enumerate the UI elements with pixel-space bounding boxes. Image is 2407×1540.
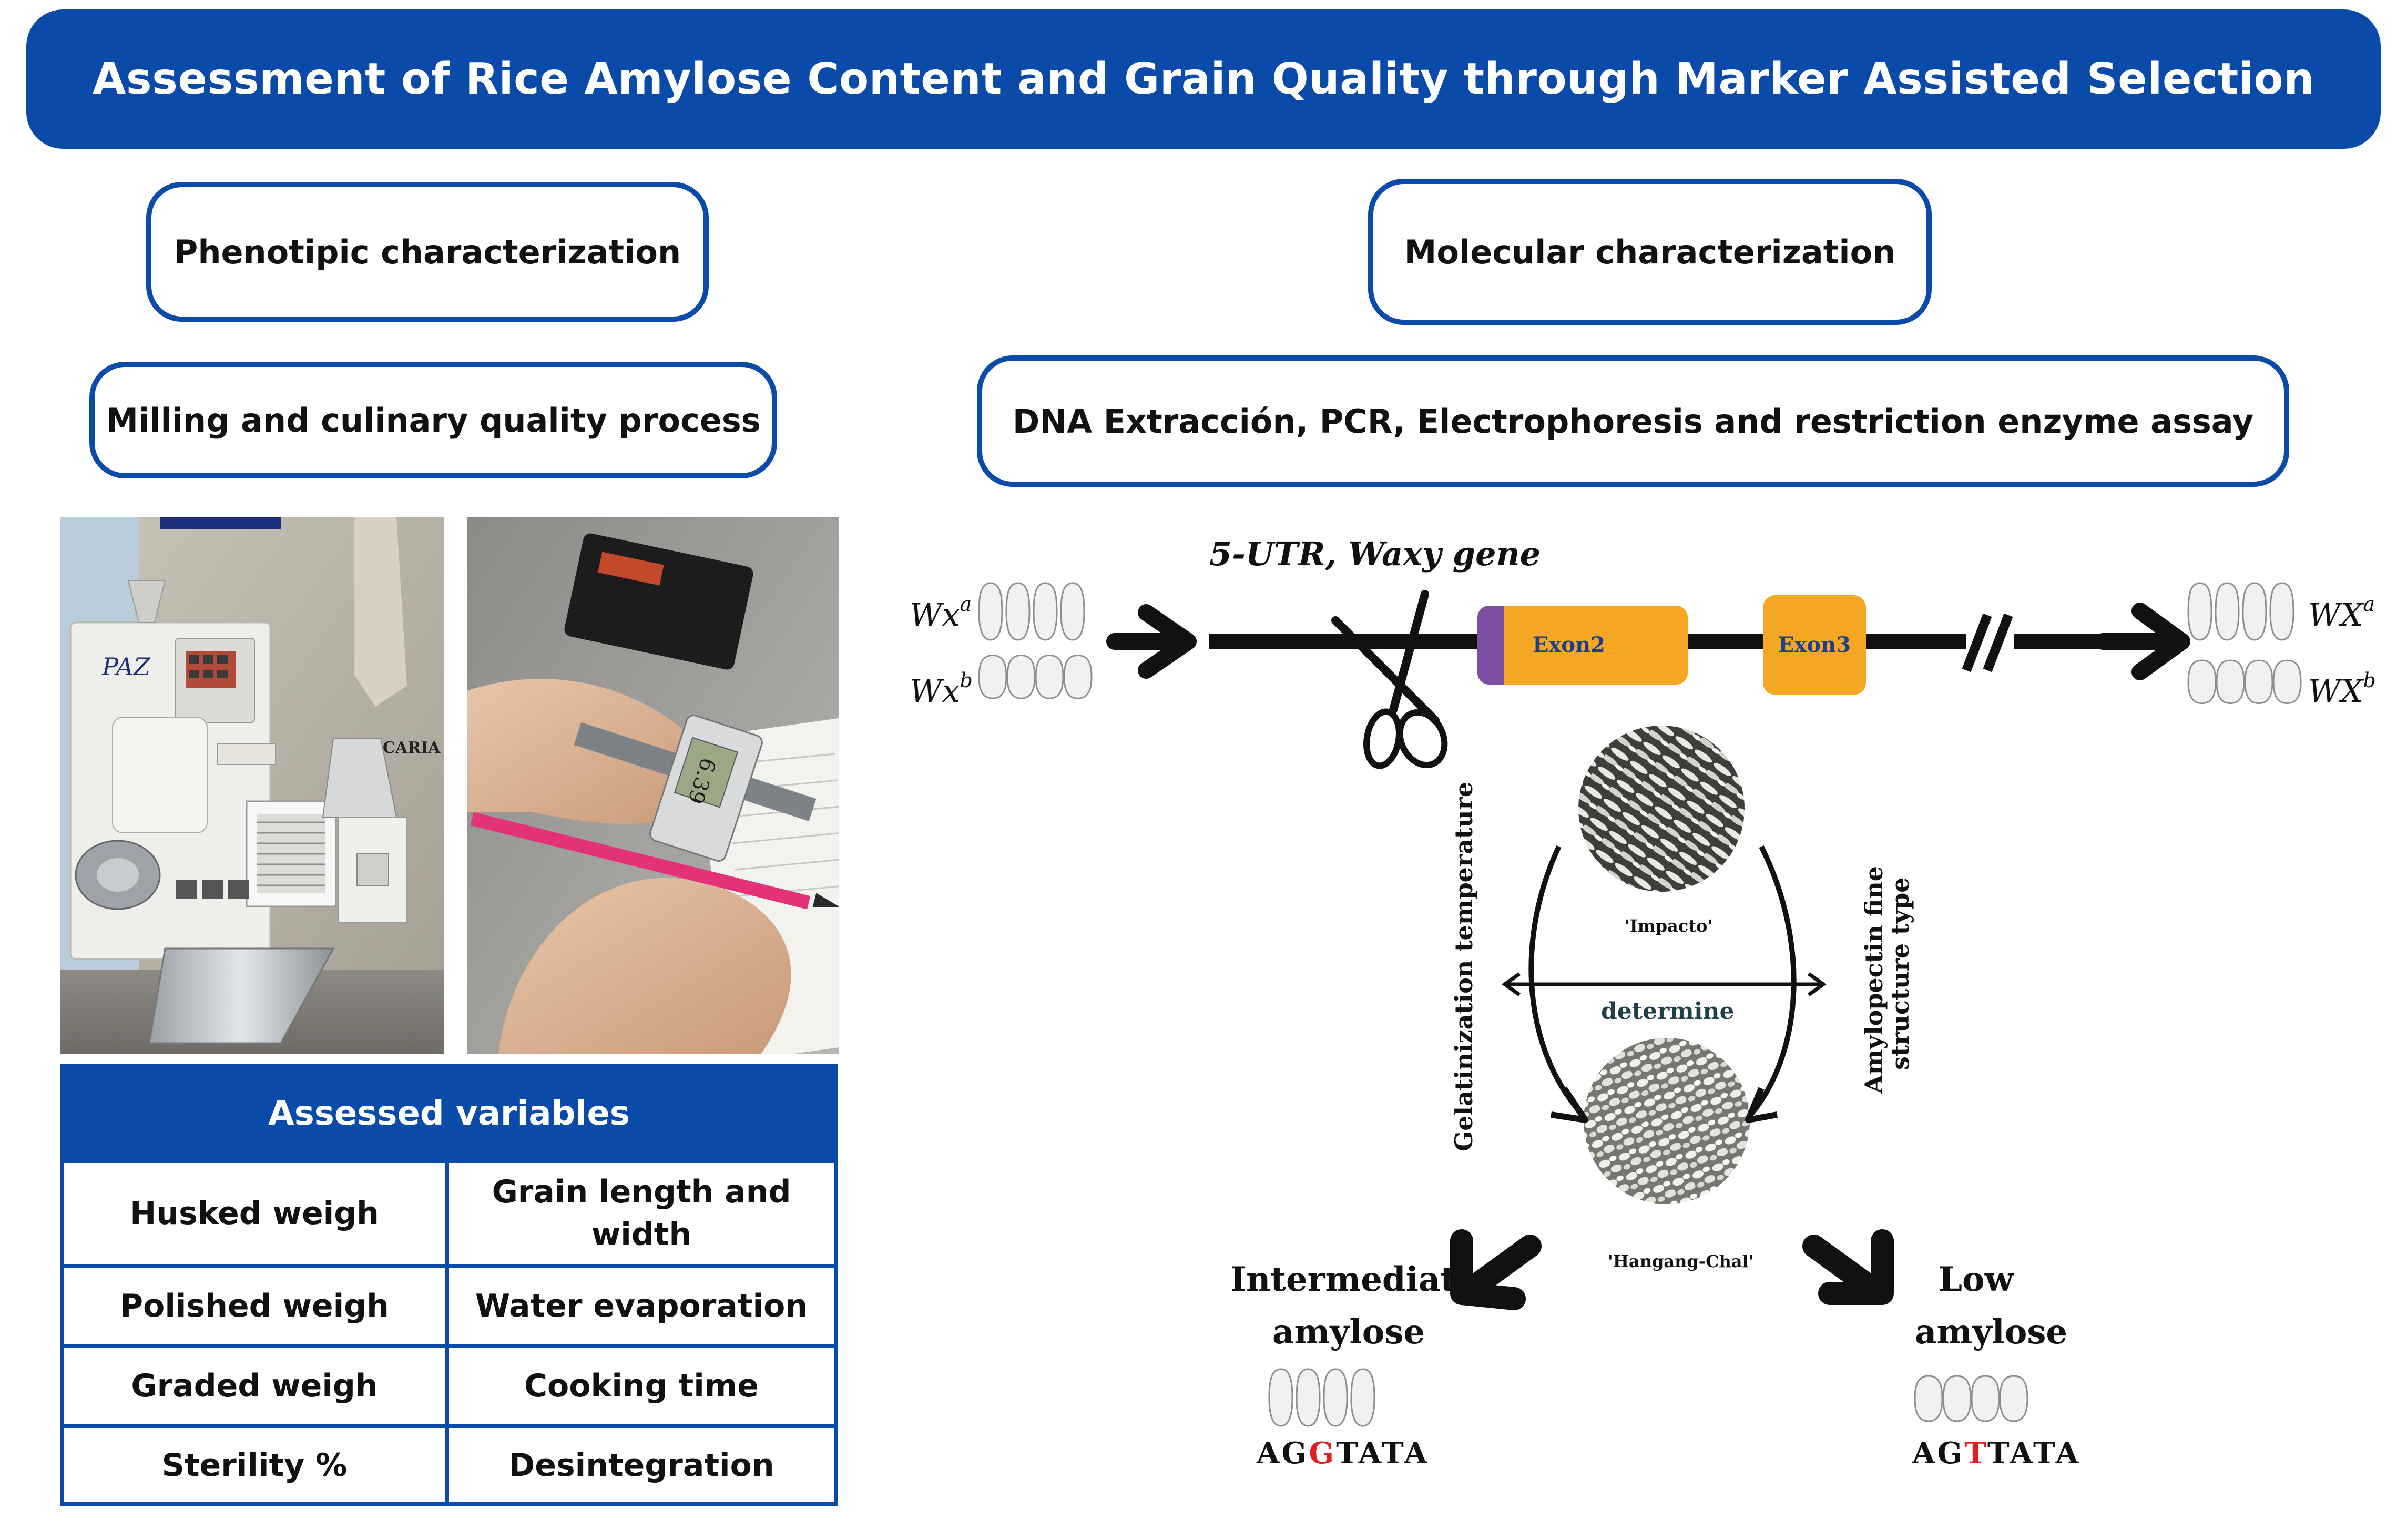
arrow-down-left-icon (1450, 1229, 1542, 1310)
amylopectin-label-2: structure type (1886, 878, 1914, 1070)
grains-wxa-left (978, 582, 1085, 641)
outcome-low-2: amylose (1915, 1312, 2067, 1352)
allele-wxb-left: Wxb (910, 669, 973, 710)
table-cell: Desintegration (508, 1446, 774, 1484)
dna-process-box: DNA Extracción, PCR, Electrophoresis and… (977, 355, 2289, 487)
phenotypic-heading: Phenotipic characterization (174, 232, 681, 271)
hangang-chal-label: 'Hangang-Chal' (1608, 1251, 1753, 1271)
table-row: Polished weigh Water evaporation (64, 1264, 834, 1344)
sequence-intermediate: AGGTATA (1256, 1436, 1429, 1471)
milling-machine-photo: PAZ ZACCARIA (60, 517, 444, 1054)
outcome-intermediate-1: Intermediate (1230, 1260, 1477, 1299)
milling-process-label: Milling and culinary quality process (106, 401, 761, 440)
determine-label: determine (1601, 998, 1735, 1025)
exon3-block: Exon3 (1763, 595, 1866, 695)
curved-arrow-right-head (1745, 1087, 1778, 1123)
dna-process-label: DNA Extracción, PCR, Electrophoresis and… (1012, 402, 2254, 441)
amylopectin-label-1: Amylopectin fine (1860, 866, 1888, 1094)
determine-arrow-head-left (1501, 972, 1521, 996)
mill-brand-text: PAZ (101, 652, 151, 681)
grains-wxa-right (2187, 582, 2294, 641)
grains-wxb-left (978, 655, 1093, 699)
table-cell: Cooking time (524, 1367, 759, 1404)
impacto-label: 'Impacto' (1625, 916, 1712, 936)
curved-arrow-right (1749, 845, 1797, 1117)
caliper-photo: 6.39 (467, 517, 839, 1054)
table-row: Husked weigh Grain length and width (64, 1159, 834, 1264)
molecular-heading-box: Molecular characterization (1368, 179, 1932, 325)
table-cell: Husked weigh (64, 1163, 449, 1264)
hangang-chal-grain-photo (1584, 1038, 1750, 1204)
break-mark (1983, 613, 2013, 672)
exon2-block: Exon2 (1477, 606, 1688, 685)
allele-wxa-left: Wxa (910, 593, 972, 634)
table-row: Sterility % Desintegration (64, 1424, 834, 1503)
phenotypic-heading-box: Phenotipic characterization (146, 182, 709, 322)
outcome-low-1: Low (1939, 1260, 2015, 1299)
table-row: Graded weigh Cooking time (64, 1344, 834, 1424)
page-title: Assessment of Rice Amylose Content and G… (92, 54, 2315, 104)
table-cell: Polished weigh (64, 1268, 449, 1344)
table-cell: Grain length and width (492, 1174, 791, 1253)
curved-arrow-left-head (1551, 1086, 1588, 1123)
assessed-variables-table: Assessed variables Husked weigh Grain le… (60, 1064, 838, 1506)
grains-low (1914, 1375, 2028, 1422)
sequence-low: AGTTATA (1912, 1436, 2080, 1471)
allele-wxb-right: WXb (2308, 669, 2376, 710)
gelatinization-label: Gelatinization temperature (1450, 782, 1478, 1151)
table-cell: Sterility % (64, 1428, 449, 1503)
curved-arrow-left (1528, 845, 1585, 1117)
milling-process-box: Milling and culinary quality process (89, 362, 777, 478)
impacto-grain-photo (1578, 726, 1745, 892)
outcome-intermediate-2: amylose (1272, 1312, 1425, 1352)
allele-wxa-right: WXa (2308, 593, 2375, 634)
grains-intermediate (1268, 1368, 1375, 1427)
assessed-variables-header: Assessed variables (64, 1068, 834, 1159)
molecular-heading: Molecular characterization (1404, 232, 1896, 271)
exon3-label: Exon3 (1778, 633, 1851, 657)
scissors-icon (1331, 590, 1448, 769)
table-cell: Water evaporation (475, 1287, 808, 1324)
molecular-diagram: 5-UTR, Waxy gene Wxa Wxb Exon2 Exon3 (910, 535, 2376, 1471)
break-mark (1962, 613, 1992, 672)
arrow-down-right-icon (1802, 1229, 1894, 1305)
determine-arrow-head-right (1807, 972, 1827, 996)
exon2-label: Exon2 (1533, 633, 1605, 657)
title-banner: Assessment of Rice Amylose Content and G… (26, 9, 2381, 149)
gene-label: 5-UTR, Waxy gene (1209, 535, 1541, 573)
grains-wxb-right (2187, 659, 2302, 705)
table-cell: Graded weigh (64, 1348, 449, 1424)
